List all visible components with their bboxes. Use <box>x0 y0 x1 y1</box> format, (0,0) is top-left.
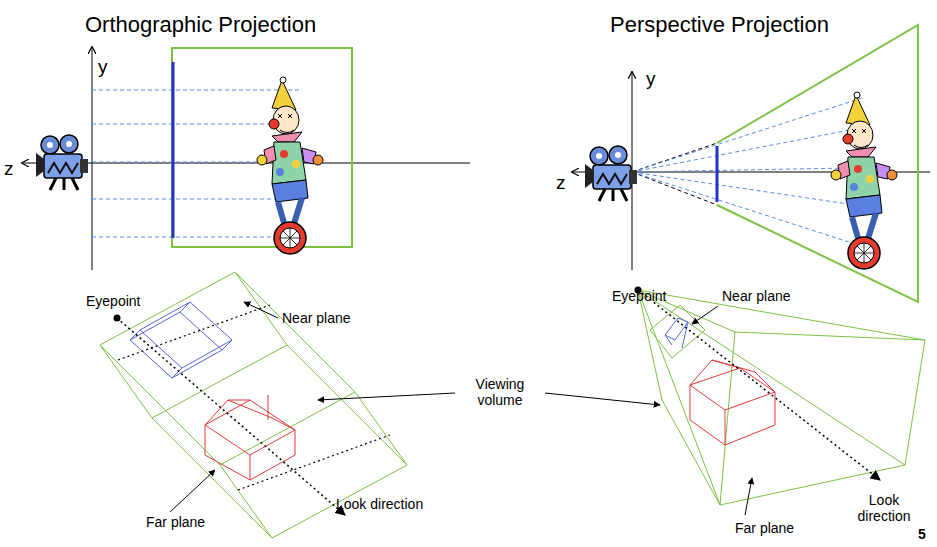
eyepoint-label: Eyepoint <box>86 293 140 309</box>
axis-label: y <box>98 56 108 78</box>
axis-label: z <box>556 172 566 194</box>
plane-label: Far plane <box>146 514 205 530</box>
plane-label: Far plane <box>735 520 794 536</box>
axis-label: z <box>4 158 14 180</box>
direction-label: Look direction <box>336 496 423 512</box>
plane-label: Near plane <box>722 288 791 304</box>
panel-heading: Orthographic Projection <box>85 12 316 37</box>
page-number: 5 <box>918 526 926 542</box>
plane-label: Near plane <box>282 310 351 326</box>
eyepoint-label: Eyepoint <box>612 288 666 304</box>
panel-heading: Perspective Projection <box>610 12 829 37</box>
axis-label: y <box>646 68 656 90</box>
volume-label: Viewing volume <box>460 376 540 408</box>
direction-label: Look direction <box>852 492 916 524</box>
